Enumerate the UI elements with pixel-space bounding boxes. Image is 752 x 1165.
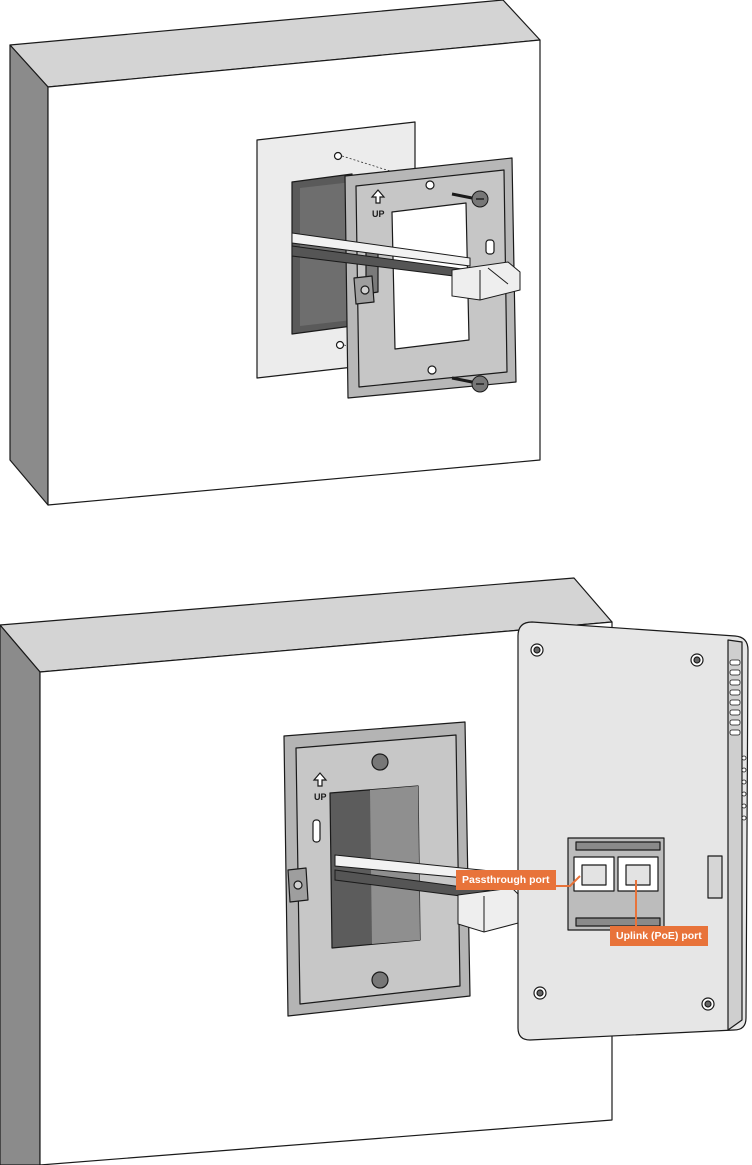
access-point (518, 622, 748, 1040)
wall-mount-step-2: UP (0, 565, 752, 1165)
uplink-port-callout: Uplink (PoE) port (610, 926, 708, 946)
wall-side (0, 625, 40, 1165)
bracket-up-label: UP (314, 792, 327, 802)
wall-mount-step-1: UP (0, 0, 752, 560)
passthrough-port-callout: Passthrough port (456, 870, 556, 890)
bracket-up-label: UP (372, 209, 385, 219)
wall-side (10, 45, 48, 505)
